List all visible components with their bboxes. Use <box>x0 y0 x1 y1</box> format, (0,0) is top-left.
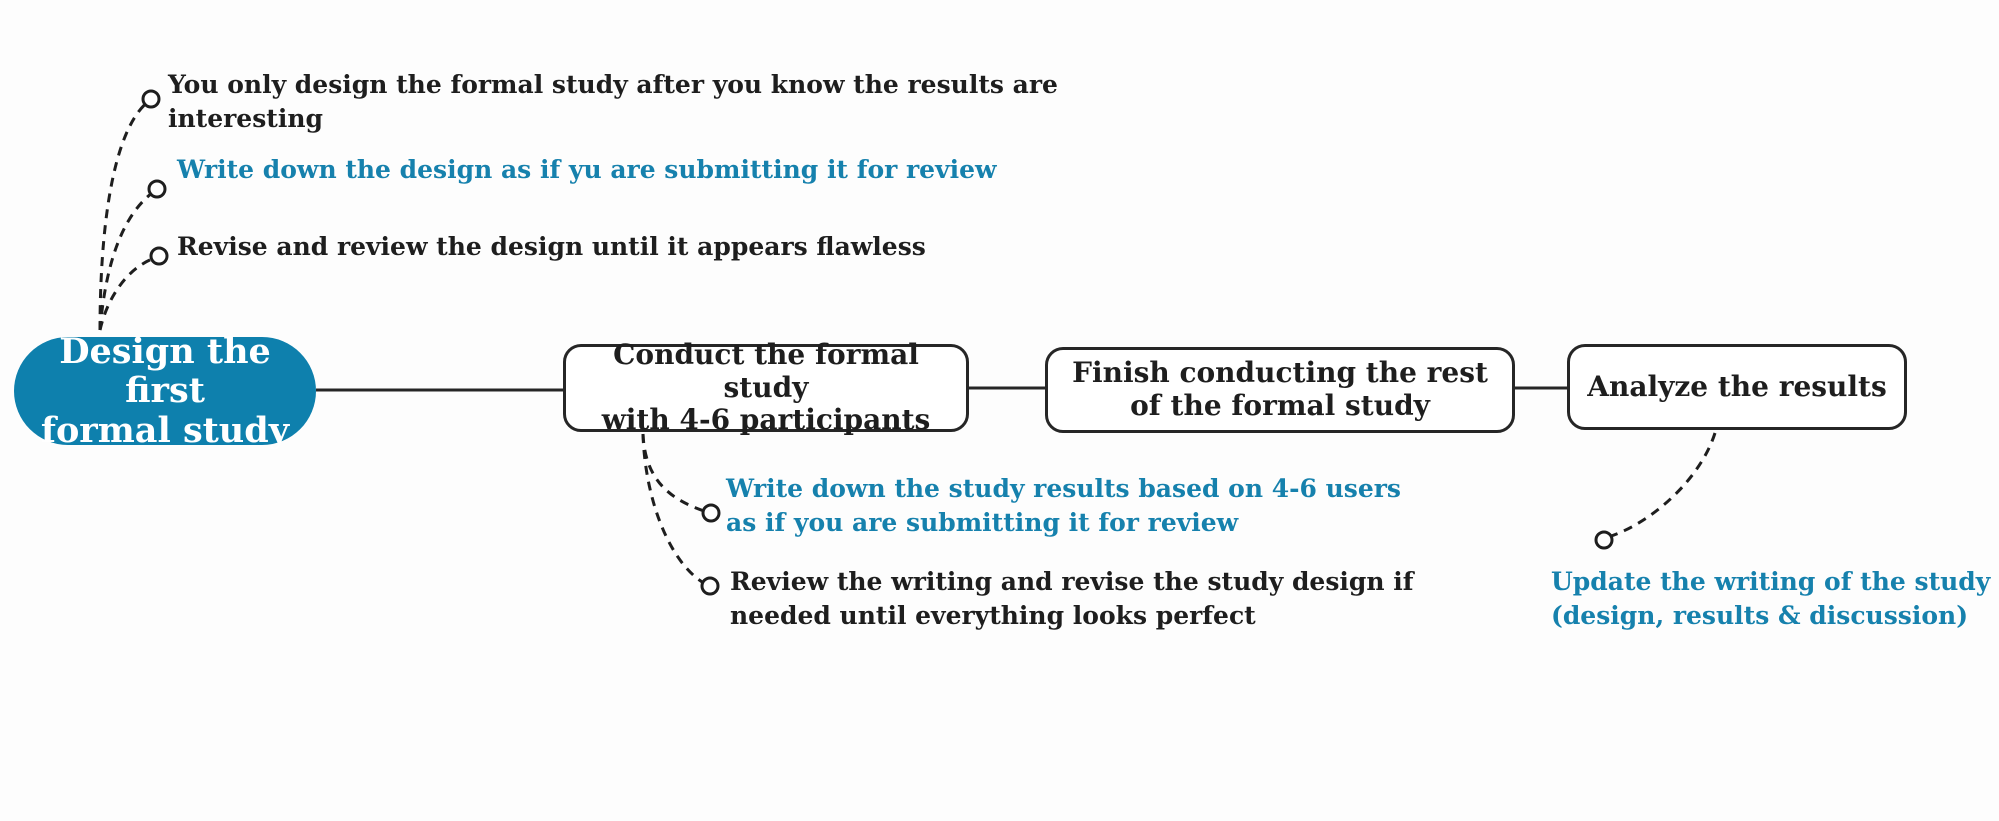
note-line: Revise and review the design until it ap… <box>177 232 926 261</box>
note-line: Update the writing of the study <box>1551 567 1991 596</box>
branch-analyze-note <box>1604 432 1717 540</box>
note-line: You only design the formal study after y… <box>168 70 1058 99</box>
note-write-down-results: Write down the study results based on 4-… <box>726 472 1401 540</box>
node-label-line: formal study <box>40 409 290 451</box>
note-bullet <box>700 576 720 596</box>
note-review-writing: Review the writing and revise the study … <box>730 565 1414 633</box>
note-bullet <box>141 89 161 109</box>
note-write-down-design: Write down the design as if yu are submi… <box>177 153 997 187</box>
branch-root-note-2 <box>98 188 157 331</box>
node-analyze-results[interactable]: Analyze the results <box>1567 344 1907 430</box>
node-finish-conducting[interactable]: Finish conducting the rest of the formal… <box>1045 347 1515 433</box>
node-label-line: with 4-6 participants <box>601 403 931 437</box>
note-line: needed until everything looks perfect <box>730 600 1256 630</box>
branch-conduct-note-2 <box>641 433 708 587</box>
branch-root-note-1 <box>98 98 151 331</box>
note-bullet <box>149 246 169 266</box>
note-bullet <box>147 179 167 199</box>
note-line: as if you are submitting it for review <box>726 507 1239 537</box>
node-label-line: Conduct the formal study <box>613 337 919 404</box>
note-design-after-results: You only design the formal study after y… <box>168 68 1058 136</box>
note-bullet <box>1594 530 1614 550</box>
node-label-line: Analyze the results <box>1587 369 1887 403</box>
branch-root-note-3 <box>98 255 159 331</box>
note-update-writing: Update the writing of the study (design,… <box>1551 565 1990 633</box>
branch-conduct-note-1 <box>641 433 708 514</box>
node-label-line: Design the first <box>59 331 271 412</box>
node-conduct-formal-study[interactable]: Conduct the formal study with 4-6 partic… <box>563 338 969 436</box>
note-line: Write down the design as if yu are submi… <box>177 155 997 184</box>
note-revise-review-design: Revise and review the design until it ap… <box>177 230 926 264</box>
node-label-line: Finish conducting the rest <box>1072 356 1488 390</box>
note-line: Review the writing and revise the study … <box>730 567 1414 596</box>
note-line: Write down the study results based on 4-… <box>726 474 1401 503</box>
node-label-line: of the formal study <box>1130 389 1430 422</box>
node-design-first-formal-study[interactable]: Design the first formal study <box>14 332 316 450</box>
note-line: interesting <box>168 103 323 133</box>
note-bullet <box>701 503 721 523</box>
note-line: (design, results & discussion) <box>1551 600 1969 630</box>
